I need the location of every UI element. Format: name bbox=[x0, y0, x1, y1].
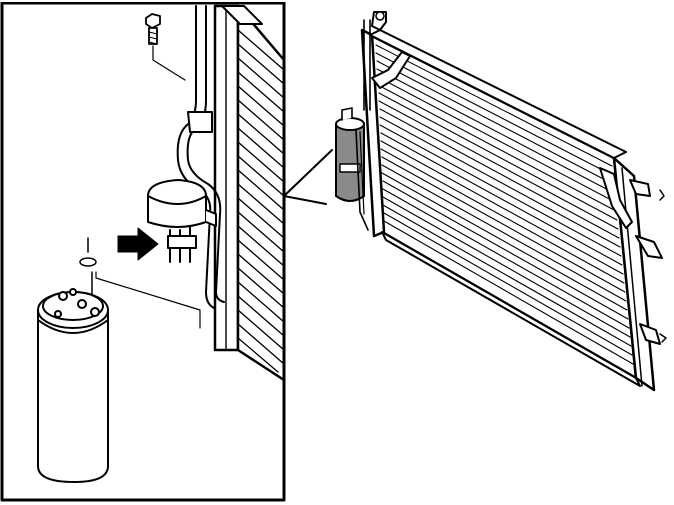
detail-inset-frame bbox=[0, 1, 286, 502]
mounting-bolt bbox=[145, 13, 186, 81]
refrigerant-pipe bbox=[176, 5, 225, 309]
receiver-drier-canister bbox=[37, 288, 109, 483]
condenser-core-detail bbox=[213, 4, 286, 382]
direction-arrow bbox=[117, 227, 159, 261]
condenser-assembly bbox=[360, 11, 667, 392]
condenser-fins bbox=[375, 44, 634, 365]
receiver-drier-bracket bbox=[147, 179, 217, 263]
mounted-receiver-drier bbox=[335, 107, 369, 231]
o-ring-seal bbox=[79, 237, 201, 329]
callout-pointer bbox=[283, 149, 333, 205]
detail-inset bbox=[0, 1, 286, 502]
